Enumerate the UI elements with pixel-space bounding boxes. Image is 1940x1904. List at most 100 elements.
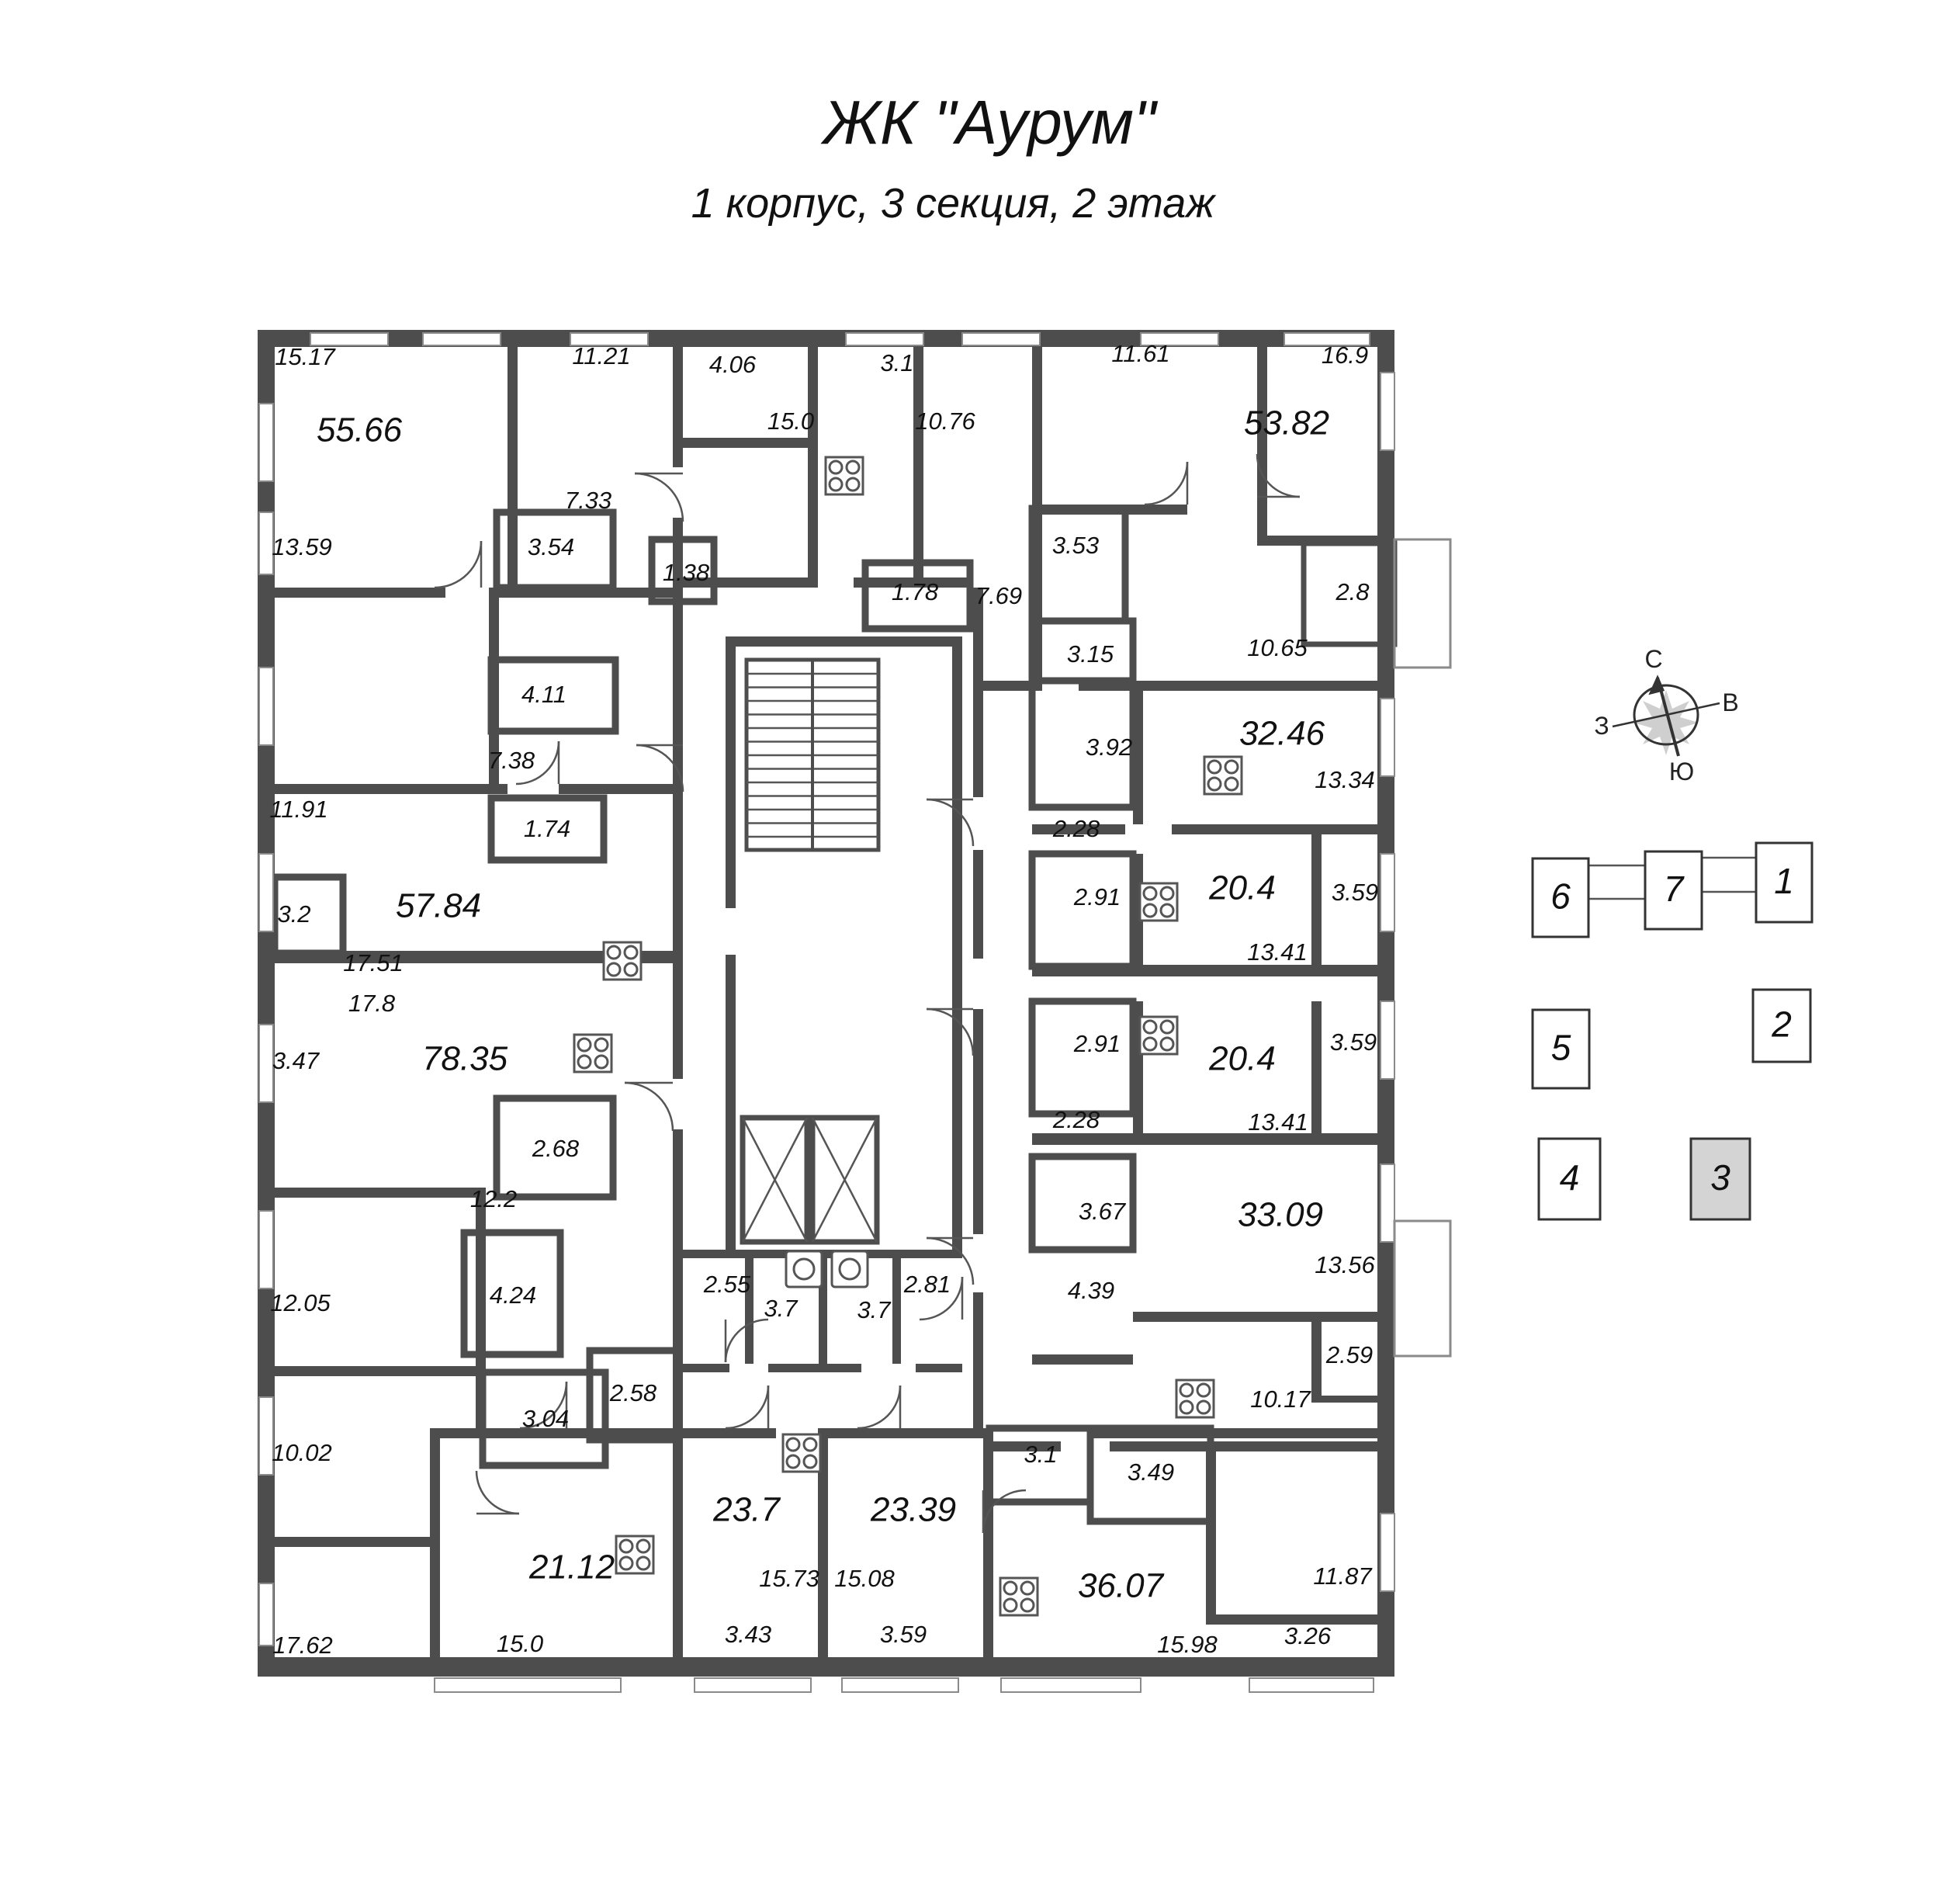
area-label: 11.61	[1111, 340, 1169, 367]
stove-icon	[999, 1576, 1039, 1617]
area-label: 3.67	[1079, 1198, 1127, 1225]
area-label: 4.06	[709, 351, 757, 378]
area-label: 4.24	[490, 1281, 536, 1309]
fixtures-layer	[434, 453, 1301, 1617]
area-label: 2.91	[1073, 883, 1121, 910]
compass-south: Ю	[1669, 758, 1694, 786]
section-box-2[interactable]: 2	[1751, 988, 1812, 1063]
area-label: 3.49	[1128, 1458, 1174, 1486]
door-icon	[725, 1385, 770, 1430]
area-label: 15.08	[834, 1565, 895, 1592]
area-label: 10.17	[1250, 1386, 1311, 1413]
area-label: 3.59	[1330, 1028, 1377, 1056]
area-label: 4.11	[521, 681, 566, 708]
area-label: 15.0	[767, 408, 814, 435]
area-label: 3.59	[1332, 879, 1378, 906]
door-icon	[926, 1007, 975, 1056]
door-icon	[919, 1276, 964, 1321]
section-box-label: 4	[1560, 1157, 1580, 1198]
area-label: 13.34	[1315, 766, 1375, 793]
compass-star-icon	[1633, 690, 1699, 755]
area-label: 53.82	[1244, 404, 1329, 442]
area-label: 3.92	[1086, 734, 1132, 761]
area-label: 10.65	[1247, 634, 1308, 661]
section-box-1[interactable]: 1	[1755, 841, 1814, 924]
area-label: 33.09	[1238, 1196, 1323, 1234]
area-label: 57.84	[396, 887, 481, 925]
area-label: 2.8	[1335, 578, 1370, 605]
area-label: 3.7	[764, 1295, 799, 1322]
door-icon	[1256, 453, 1301, 498]
section-box-7[interactable]: 7	[1644, 850, 1703, 931]
elevator-icon	[740, 1115, 810, 1245]
area-label: 4.39	[1068, 1277, 1114, 1304]
area-label: 2.59	[1325, 1341, 1373, 1368]
section-box-label: 7	[1664, 869, 1685, 909]
area-label: 2.58	[609, 1379, 657, 1406]
area-label: 10.76	[915, 408, 975, 435]
washer-icon	[785, 1250, 823, 1288]
door-icon	[475, 1470, 520, 1515]
section-box-5[interactable]: 5	[1531, 1008, 1591, 1090]
area-label: 1.38	[663, 559, 710, 586]
door-icon	[624, 1081, 674, 1132]
area-label: 7.69	[975, 582, 1022, 609]
section-box-3[interactable]: 3	[1689, 1137, 1751, 1221]
section-box-6[interactable]: 6	[1531, 857, 1590, 938]
compass-east: В	[1722, 688, 1738, 716]
area-label: 16.9	[1322, 342, 1368, 369]
area-label: 21.12	[528, 1549, 615, 1587]
section-box-label: 2	[1771, 1004, 1792, 1045]
door-icon	[519, 1381, 568, 1430]
area-label: 3.47	[272, 1047, 320, 1074]
stove-icon	[1203, 755, 1243, 796]
area-label: 3.59	[880, 1621, 927, 1648]
door-icon	[1144, 461, 1189, 506]
section-box-label: 6	[1550, 876, 1571, 917]
compass-rose: С Ю З В	[1594, 645, 1738, 786]
area-label: 13.56	[1315, 1251, 1375, 1278]
area-label: 12.2	[470, 1185, 517, 1212]
area-label: 15.73	[759, 1565, 819, 1592]
page-subtitle: 1 корпус, 3 секция, 2 этаж	[691, 180, 1218, 227]
area-label: 55.66	[317, 411, 403, 449]
area-label: 36.07	[1078, 1567, 1165, 1605]
door-icon	[857, 1385, 902, 1430]
stove-icon	[1138, 882, 1179, 922]
area-label: 7.38	[488, 747, 535, 774]
area-label: 13.41	[1248, 1108, 1308, 1136]
door-icon	[926, 1236, 975, 1285]
walls-layer	[258, 330, 1452, 1693]
area-label: 17.8	[348, 990, 396, 1017]
door-icon	[724, 1318, 769, 1363]
stove-icon	[1175, 1379, 1215, 1419]
compass-north: С	[1644, 645, 1662, 673]
door-icon	[636, 744, 684, 792]
area-label: 23.39	[870, 1491, 956, 1529]
area-label: 3.7	[857, 1296, 892, 1323]
area-label: 3.2	[277, 900, 310, 928]
area-label: 2.28	[1052, 1106, 1100, 1133]
stove-icon	[1138, 1015, 1179, 1056]
area-label: 2.91	[1073, 1030, 1121, 1057]
door-icon	[926, 798, 975, 847]
area-label: 11.87	[1313, 1562, 1373, 1590]
area-label: 3.1	[880, 349, 913, 376]
area-label: 20.4	[1208, 869, 1276, 907]
stove-icon	[573, 1033, 613, 1073]
area-label: 15.17	[275, 343, 336, 370]
area-label: 17.51	[343, 949, 404, 976]
stove-icon	[602, 941, 643, 981]
area-label: 1.78	[892, 578, 939, 605]
area-label: 32.46	[1239, 715, 1325, 753]
area-label: 3.54	[528, 533, 574, 560]
compass-west: З	[1594, 712, 1609, 740]
area-label: 3.43	[725, 1621, 771, 1648]
area-label: 3.26	[1284, 1622, 1332, 1649]
section-box-label: 5	[1551, 1028, 1571, 1068]
section-box-4[interactable]: 4	[1537, 1137, 1602, 1221]
area-label: 2.28	[1052, 815, 1100, 842]
